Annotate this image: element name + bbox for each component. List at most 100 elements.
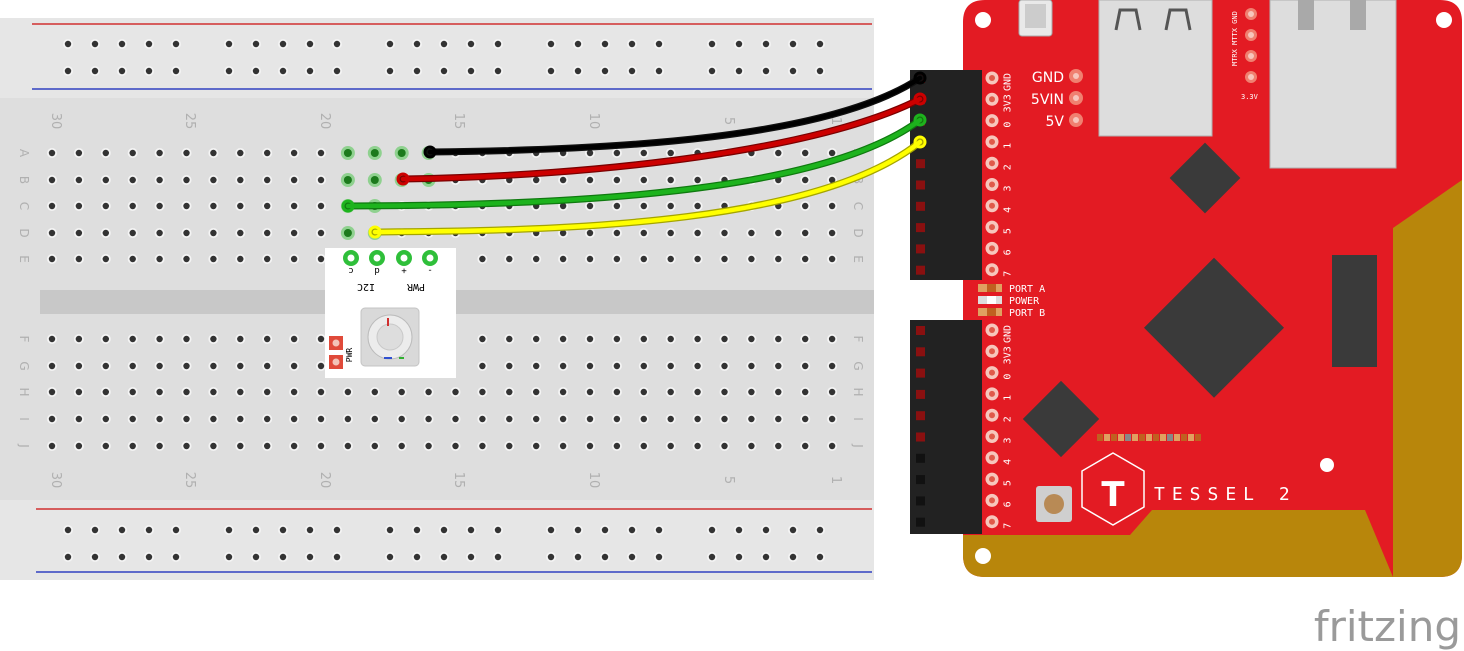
breadboard-hole — [102, 388, 110, 396]
header-socket — [916, 496, 925, 506]
component-strip — [1097, 434, 1201, 441]
wire[interactable] — [400, 96, 923, 182]
breadboard-hole — [183, 442, 190, 450]
breadboard-hole — [172, 553, 180, 561]
breadboard-hole — [413, 40, 421, 48]
breadboard-hole — [129, 255, 136, 263]
breadboard-hole — [264, 255, 271, 263]
breadboard-hole — [721, 388, 728, 396]
breadboard-hole — [264, 202, 271, 210]
breadboard-hole — [279, 526, 287, 534]
breadboard-hole — [828, 255, 836, 263]
breadboard-hole — [601, 526, 609, 534]
led-label-port-b: PORT B — [1009, 308, 1045, 319]
port-pin-label: 2 — [1003, 416, 1014, 422]
breadboard-hole — [210, 202, 217, 210]
breadboard-hole — [183, 255, 190, 263]
breadboard-hole — [479, 362, 486, 370]
breadboard-hole — [613, 442, 621, 450]
breadboard-hole — [290, 362, 298, 370]
breadboard-hole — [264, 415, 271, 423]
breadboard-hole — [64, 67, 72, 75]
breadboard-hole — [708, 40, 716, 48]
wire-end — [913, 71, 927, 85]
breadboard-hole — [467, 526, 475, 534]
breadboard-hole — [601, 553, 609, 561]
breadboard-hole — [398, 388, 405, 396]
breadboard-hole — [237, 255, 244, 263]
breadboard-hole — [145, 526, 153, 534]
breadboard-hole — [183, 229, 190, 237]
breadboard-hole — [440, 553, 448, 561]
breadboard-hole — [613, 388, 621, 396]
breadboard-hole — [694, 176, 701, 184]
breadboard-hole — [802, 255, 809, 263]
breadboard-hole — [452, 442, 459, 450]
breadboard-hole — [156, 415, 163, 423]
breadboard-hole — [708, 67, 716, 75]
breadboard-hole — [172, 526, 180, 534]
breadboard-hole — [129, 202, 136, 210]
breadboard-hole — [279, 40, 287, 48]
breadboard-hole — [397, 149, 406, 157]
breadboard-hole — [533, 415, 540, 423]
breadboard-hole — [828, 442, 836, 450]
breadboard-hole — [586, 202, 594, 210]
breadboard-hole — [655, 40, 663, 48]
power-pin-label-5vin: 5VIN — [1031, 92, 1064, 108]
breadboard-hole — [48, 335, 56, 343]
breadboard-hole — [118, 526, 126, 534]
header-socket — [916, 326, 925, 335]
breadboard-hole — [613, 362, 621, 370]
breadboard-hole — [264, 229, 271, 237]
breadboard-hole — [210, 335, 217, 343]
breadboard-hole — [264, 388, 271, 396]
header-socket — [916, 432, 925, 442]
breadboard-hole — [748, 415, 755, 423]
port-pin-label: 1 — [1003, 143, 1014, 149]
row-letter-label: I — [17, 417, 31, 421]
wire-end — [913, 135, 927, 149]
breadboard-hole — [370, 176, 379, 184]
breadboard-hole — [640, 149, 647, 157]
breadboard-hole — [317, 229, 325, 237]
column-number-label: 15 — [451, 113, 466, 130]
breadboard-hole — [129, 176, 136, 184]
breadboard-hole — [721, 442, 728, 450]
column-number-label: 20 — [317, 472, 332, 489]
wire[interactable] — [372, 139, 923, 235]
breadboard-hole — [237, 415, 244, 423]
wire[interactable] — [345, 117, 923, 209]
breadboard-hole — [440, 40, 448, 48]
breadboard-hole — [559, 442, 567, 450]
breadboard-hole — [413, 553, 421, 561]
breadboard-hole — [762, 553, 770, 561]
breadboard-hole — [559, 388, 567, 396]
port-pin-label: GND — [1003, 325, 1014, 343]
row-letter-label: F — [17, 336, 31, 343]
breadboard-hole — [802, 388, 809, 396]
header-socket — [916, 244, 925, 254]
breadboard-hole — [290, 255, 298, 263]
breadboard-hole — [264, 362, 271, 370]
port-pin-label: 5 — [1003, 480, 1014, 486]
port-pin-label: 2 — [1003, 164, 1014, 170]
breadboard-hole — [694, 255, 701, 263]
breadboard-hole — [317, 362, 325, 370]
breadboard-hole — [802, 335, 809, 343]
breadboard-hole — [333, 553, 341, 561]
port-pin-label: 3 — [1003, 185, 1014, 191]
wire[interactable] — [427, 75, 923, 155]
breadboard-hole — [386, 526, 394, 534]
breadboard-hole — [789, 67, 797, 75]
breadboard-hole — [667, 202, 674, 210]
breadboard-hole — [735, 526, 743, 534]
row-letter-label: F — [851, 336, 865, 343]
header-socket — [916, 180, 925, 190]
breadboard-hole — [694, 388, 701, 396]
breadboard-hole — [547, 526, 555, 534]
ethernet-port — [1269, 0, 1397, 169]
breadboard-hole — [237, 229, 244, 237]
breadboard-hole — [290, 442, 298, 450]
